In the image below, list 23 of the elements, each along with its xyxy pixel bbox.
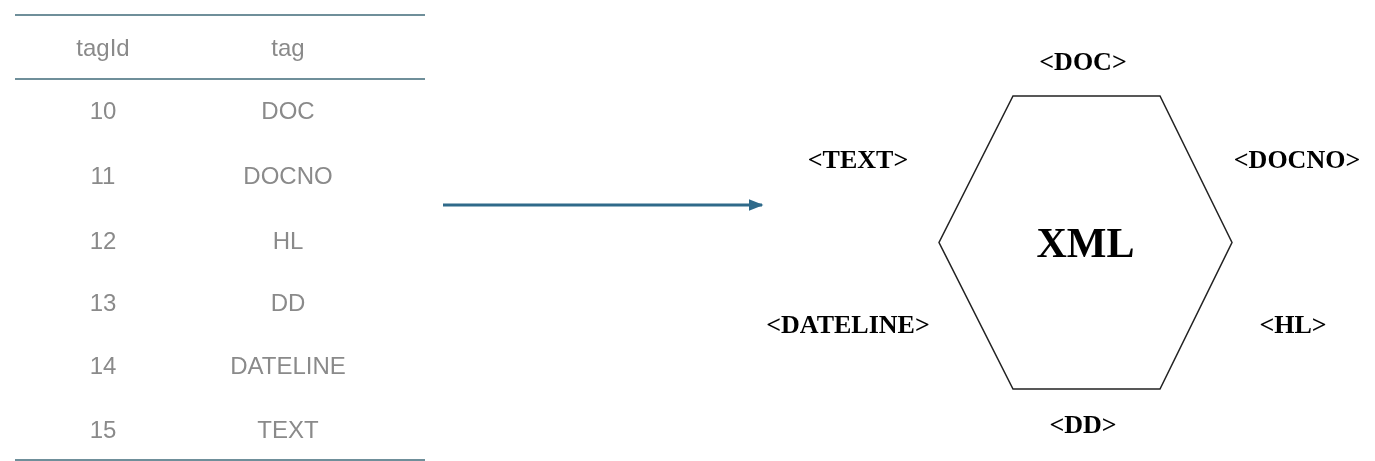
node-label: XML (1036, 218, 1135, 267)
table-cell: DATELINE (230, 352, 346, 380)
table-cell: DOCNO (243, 162, 333, 190)
tag-label: <DATELINE> (766, 310, 930, 340)
table-cell: TEXT (257, 416, 319, 444)
table-cell: 13 (89, 289, 117, 317)
table-cell: DD (270, 289, 306, 317)
tag-label: <DD> (1049, 410, 1117, 440)
table-cell: 10 (89, 97, 117, 125)
tag-label: <HL> (1259, 310, 1327, 340)
column-header: tag (271, 34, 305, 62)
table-cell: 11 (90, 162, 116, 190)
table-cell: 12 (89, 227, 117, 255)
table-cell: HL (272, 227, 304, 255)
table-cell: DOC (261, 97, 315, 125)
tag-label: <DOC> (1039, 47, 1127, 77)
tag-label: <DOCNO> (1233, 145, 1361, 175)
table-cell: 15 (89, 416, 117, 444)
table-cell: 14 (89, 352, 117, 380)
data-table (15, 14, 425, 461)
arrow (443, 199, 764, 211)
column-header: tagId (76, 34, 130, 62)
tag-label: <TEXT> (807, 145, 909, 175)
